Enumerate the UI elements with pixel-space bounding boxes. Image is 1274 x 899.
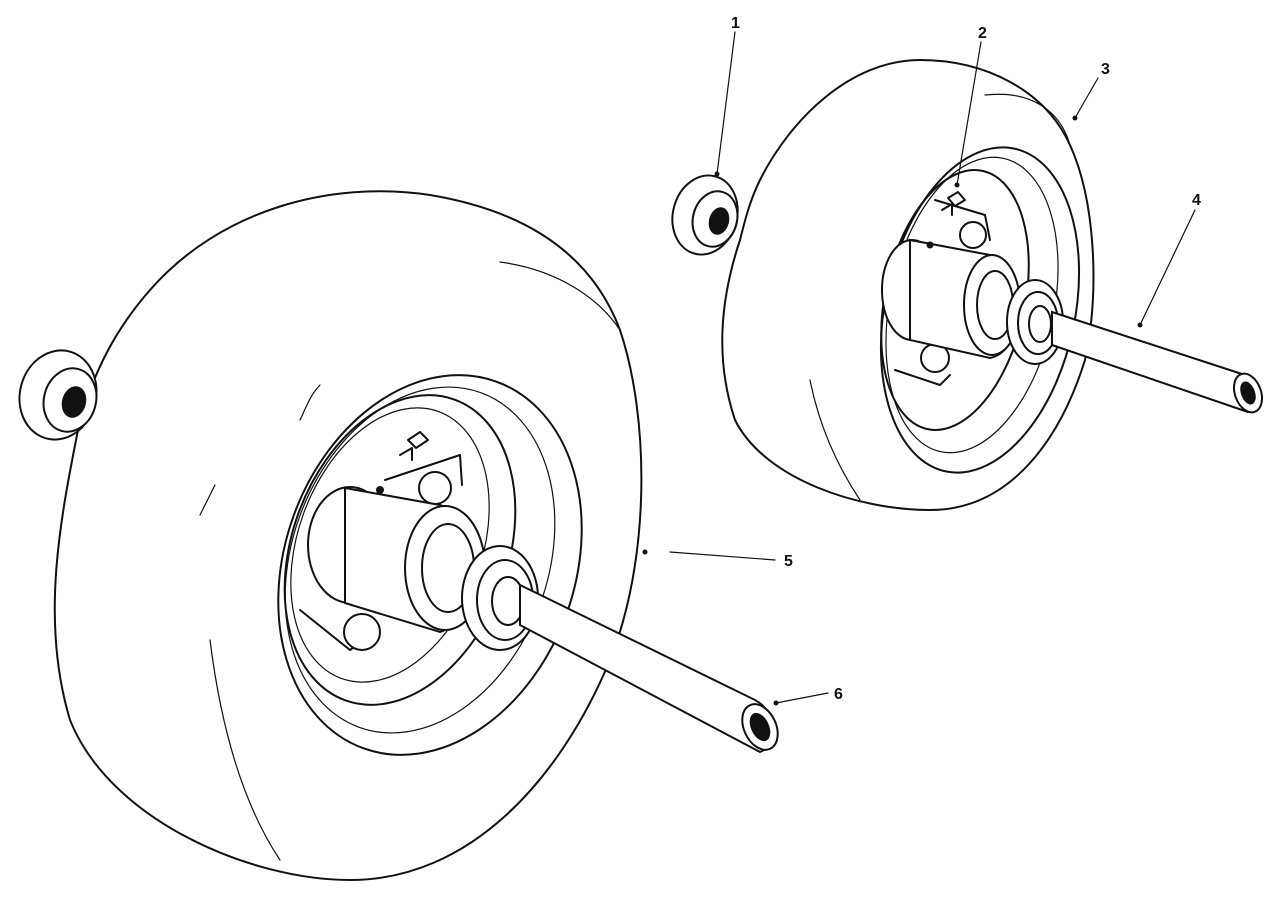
large-wheel-assembly bbox=[53, 190, 779, 881]
callout-6: 6 bbox=[834, 686, 843, 703]
leader-lines bbox=[642, 31, 1196, 706]
left-flange-bearing bbox=[18, 349, 98, 441]
callout-3: 3 bbox=[1101, 61, 1110, 78]
small-wheel-assembly bbox=[721, 59, 1264, 511]
right-flange-bearing bbox=[671, 174, 739, 256]
small-axle bbox=[1051, 310, 1262, 414]
callout-5: 5 bbox=[784, 553, 793, 570]
callout-labels: 1 2 3 4 5 6 bbox=[731, 15, 1201, 703]
callout-1: 1 bbox=[731, 15, 740, 32]
callout-4: 4 bbox=[1192, 192, 1201, 209]
large-axle bbox=[519, 583, 774, 754]
small-tire bbox=[721, 59, 1095, 511]
callout-2: 2 bbox=[978, 25, 987, 42]
large-tire bbox=[53, 190, 643, 881]
